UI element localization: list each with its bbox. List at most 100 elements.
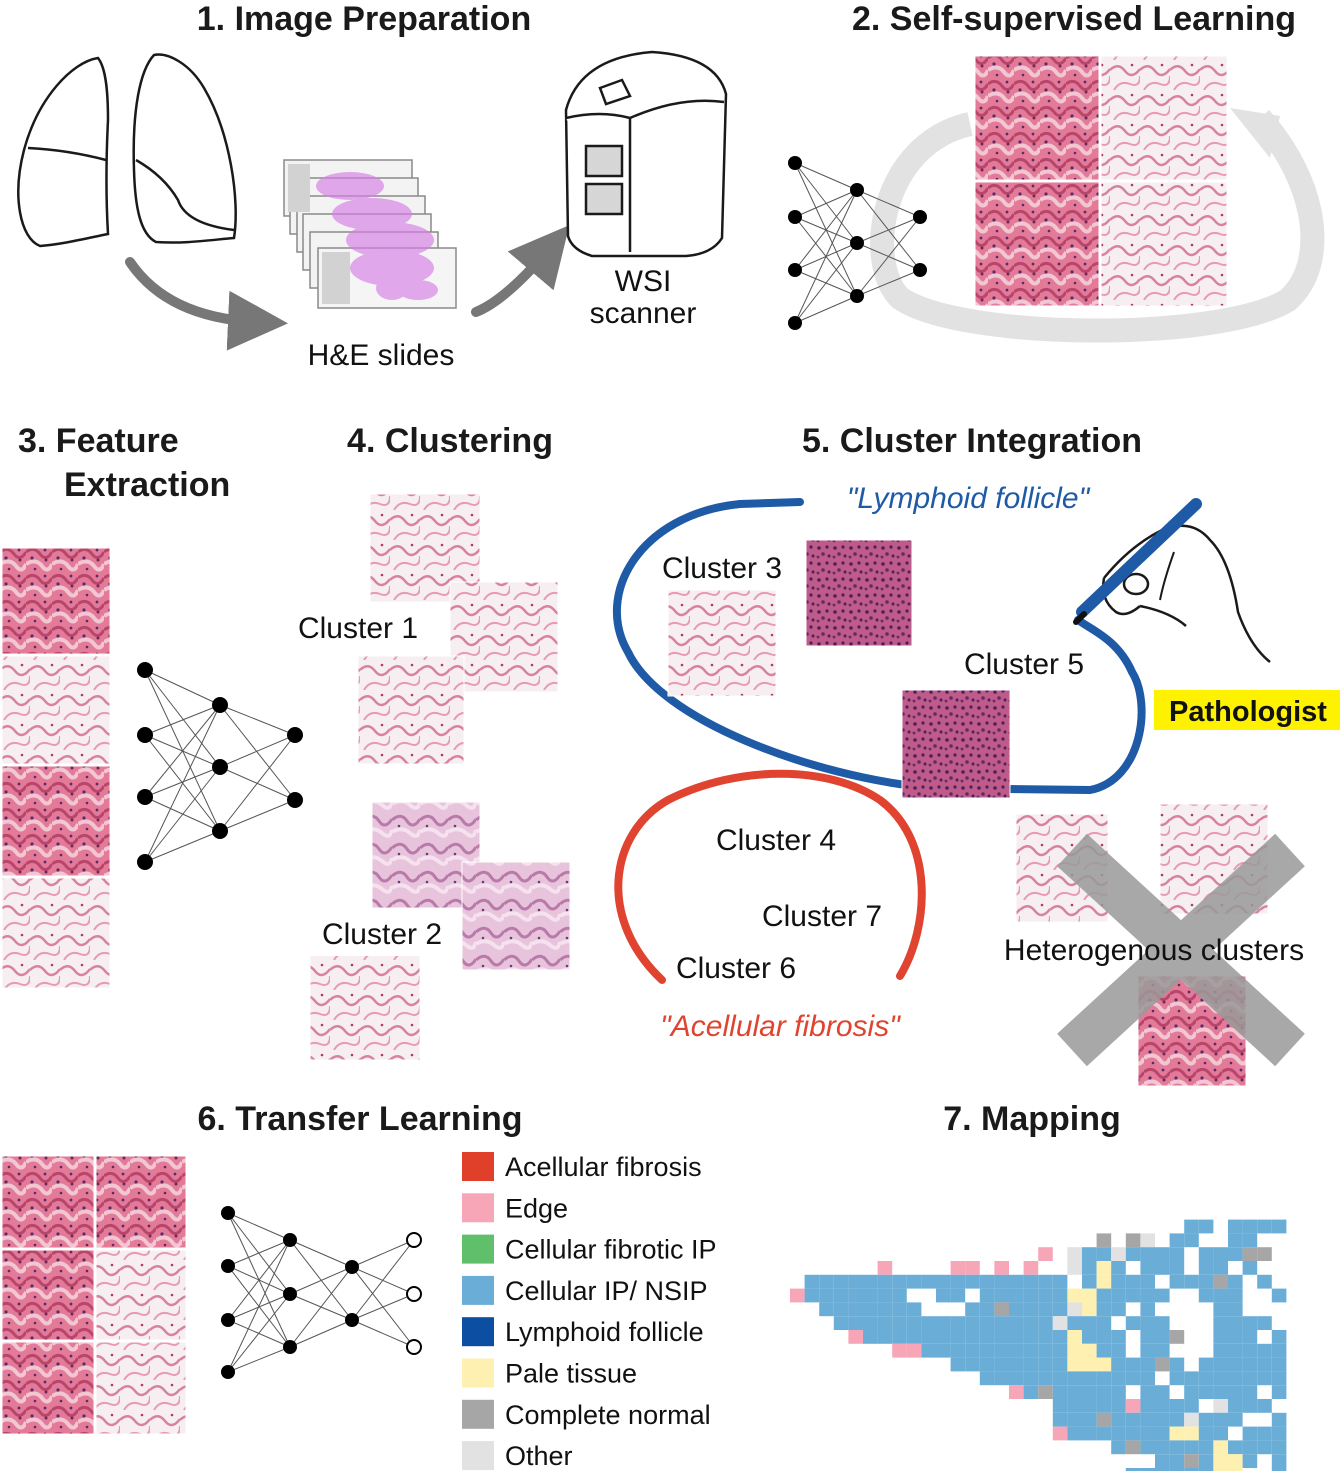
map-cell <box>1009 1343 1024 1358</box>
scanner-label-line1: WSI <box>615 265 672 298</box>
map-cell <box>921 1343 936 1358</box>
section-2-title: 2. Self-supervised Learning <box>852 0 1296 38</box>
map-cell <box>950 1357 966 1372</box>
lymphoid-follicle-curve <box>612 498 1146 795</box>
map-cell <box>863 1288 878 1303</box>
map-cell <box>1228 1247 1243 1261</box>
map-cell <box>1082 1426 1097 1441</box>
nn-node <box>137 854 153 870</box>
map-cell <box>1242 1385 1258 1399</box>
map-cell <box>936 1274 951 1289</box>
map-cell <box>965 1274 980 1289</box>
nn-node <box>283 1233 297 1247</box>
map-cell <box>906 1343 922 1358</box>
map-cell <box>1271 1357 1287 1372</box>
map-cell <box>1140 1343 1155 1358</box>
nn-node <box>212 759 228 775</box>
map-cell <box>1155 1426 1170 1441</box>
map-cell <box>848 1330 863 1344</box>
map-cell <box>965 1316 980 1330</box>
legend-label: Pale tissue <box>505 1359 637 1389</box>
map-cell <box>906 1302 922 1317</box>
nn-edge <box>856 269 921 297</box>
nn-edge <box>144 669 221 706</box>
map-cell <box>892 1330 907 1344</box>
map-cell <box>833 1274 849 1289</box>
nn-edge <box>794 162 858 191</box>
map-cell <box>1169 1247 1185 1261</box>
map-cell <box>994 1288 1009 1303</box>
map-cell <box>1038 1274 1053 1289</box>
map-cell <box>1257 1316 1272 1330</box>
map-cell <box>1067 1357 1082 1372</box>
legend-label: Complete normal <box>505 1400 711 1430</box>
map-cell <box>1184 1371 1199 1386</box>
map-cell <box>1096 1261 1112 1275</box>
map-cell <box>877 1330 893 1344</box>
nn-node <box>406 1286 422 1302</box>
nn-edge <box>219 799 296 832</box>
nn-edge <box>856 189 921 218</box>
map-cell <box>1082 1302 1097 1317</box>
nn-edge <box>351 1239 415 1321</box>
map-cell <box>848 1288 863 1303</box>
map-cell <box>1228 1468 1243 1471</box>
nn-edge <box>219 734 296 768</box>
map-cell <box>1125 1371 1141 1386</box>
map-cell <box>979 1288 995 1303</box>
feature-extraction-network <box>137 662 303 870</box>
legend-swatch <box>462 1275 494 1305</box>
nn-edge <box>351 1239 415 1268</box>
map-cell <box>1096 1399 1112 1413</box>
lymphoid-cluster-tiles <box>667 539 1011 799</box>
map-cell <box>1271 1343 1287 1358</box>
map-cell <box>833 1302 849 1317</box>
map-cell <box>1242 1371 1258 1386</box>
cluster-2-tiles <box>309 801 571 1061</box>
map-cell <box>1067 1302 1082 1317</box>
map-cell <box>1067 1261 1082 1275</box>
map-cell <box>994 1302 1009 1317</box>
map-cell <box>848 1316 863 1330</box>
map-cell <box>1125 1468 1141 1471</box>
map-cell <box>1125 1288 1141 1303</box>
map-cell <box>1198 1261 1214 1275</box>
map-cell <box>819 1302 834 1317</box>
map-cell <box>1038 1302 1053 1317</box>
nn-node <box>212 697 228 713</box>
map-cell <box>994 1316 1009 1330</box>
map-cell <box>1242 1233 1258 1248</box>
map-cell <box>1038 1385 1053 1399</box>
map-cell <box>1125 1357 1141 1372</box>
map-cell <box>1271 1412 1287 1427</box>
nn-edge <box>289 1319 353 1348</box>
map-cell <box>1184 1440 1199 1455</box>
map-cell <box>1067 1371 1082 1386</box>
legend-swatch <box>462 1193 494 1223</box>
map-cell <box>1023 1343 1039 1358</box>
map-cell <box>1198 1219 1214 1234</box>
map-cell <box>1228 1302 1243 1317</box>
map-cell <box>1096 1302 1112 1317</box>
map-cell <box>1228 1357 1243 1372</box>
nn-edge <box>144 704 221 863</box>
map-cell <box>1228 1371 1243 1386</box>
map-cell <box>1009 1288 1024 1303</box>
map-cell <box>1140 1468 1155 1471</box>
map-cell <box>994 1261 1009 1275</box>
map-cell <box>1155 1399 1170 1413</box>
nn-edge <box>144 766 221 798</box>
nn-node <box>137 727 153 743</box>
map-cell <box>1096 1426 1112 1441</box>
map-cell <box>936 1343 951 1358</box>
map-cell <box>1111 1302 1126 1317</box>
map-cell <box>1242 1330 1258 1344</box>
map-cell <box>1140 1247 1155 1261</box>
map-cell <box>1067 1316 1082 1330</box>
legend-swatch <box>462 1441 494 1471</box>
map-cell <box>1155 1454 1170 1468</box>
nn-node <box>287 792 303 808</box>
map-cell <box>863 1274 878 1289</box>
nn-node <box>913 263 927 277</box>
map-cell <box>1155 1440 1170 1455</box>
